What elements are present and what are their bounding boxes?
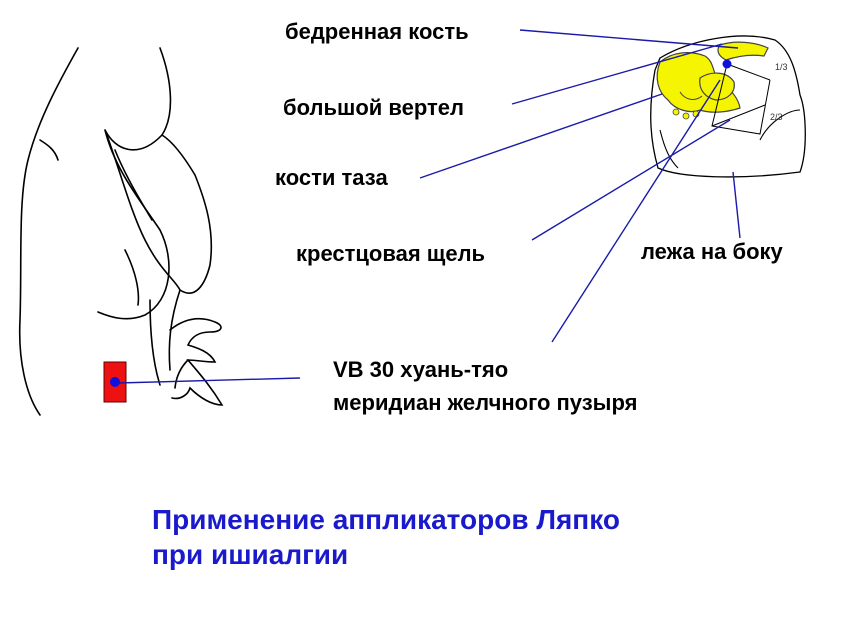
label-lying-on-side: лежа на боку bbox=[641, 239, 783, 264]
leader-lines bbox=[117, 29, 741, 384]
leader-lying bbox=[732, 171, 741, 239]
hand-contour bbox=[169, 317, 224, 406]
fraction-lower: 2/3 bbox=[770, 112, 783, 122]
leader-sacral bbox=[531, 119, 731, 241]
pelvis-sketch: 1/3 2/3 bbox=[650, 35, 806, 178]
label-femur: бедренная кость bbox=[285, 19, 469, 44]
vb30-point-pelvis bbox=[722, 59, 732, 69]
back-contour bbox=[18, 47, 79, 416]
label-sacral-fissure: крестцовая щель bbox=[296, 241, 486, 266]
fraction-upper: 1/3 bbox=[775, 62, 788, 72]
label-point-vb30: VB 30 хуань-тяо bbox=[333, 357, 509, 382]
leader-pelvis bbox=[419, 93, 663, 179]
leader-applicator bbox=[117, 377, 301, 384]
title-line-1: Применение аппликаторов Ляпко bbox=[152, 504, 620, 535]
leader-trochanter bbox=[511, 43, 723, 105]
title-line-2: при ишиалгии bbox=[152, 539, 349, 570]
label-trochanter: большой вертел bbox=[283, 95, 464, 120]
trochanter-bone bbox=[699, 72, 735, 101]
front-contour bbox=[97, 47, 172, 320]
leader-femur bbox=[519, 29, 739, 49]
vb30-point-left bbox=[110, 377, 120, 387]
arm-contour bbox=[104, 129, 213, 294]
label-pelvis: кости таза bbox=[275, 165, 388, 190]
label-meridian: меридиан желчного пузыря bbox=[333, 390, 638, 415]
leader-point bbox=[551, 79, 721, 343]
body-outline-sketch bbox=[18, 47, 224, 416]
femur-bone bbox=[717, 41, 769, 61]
